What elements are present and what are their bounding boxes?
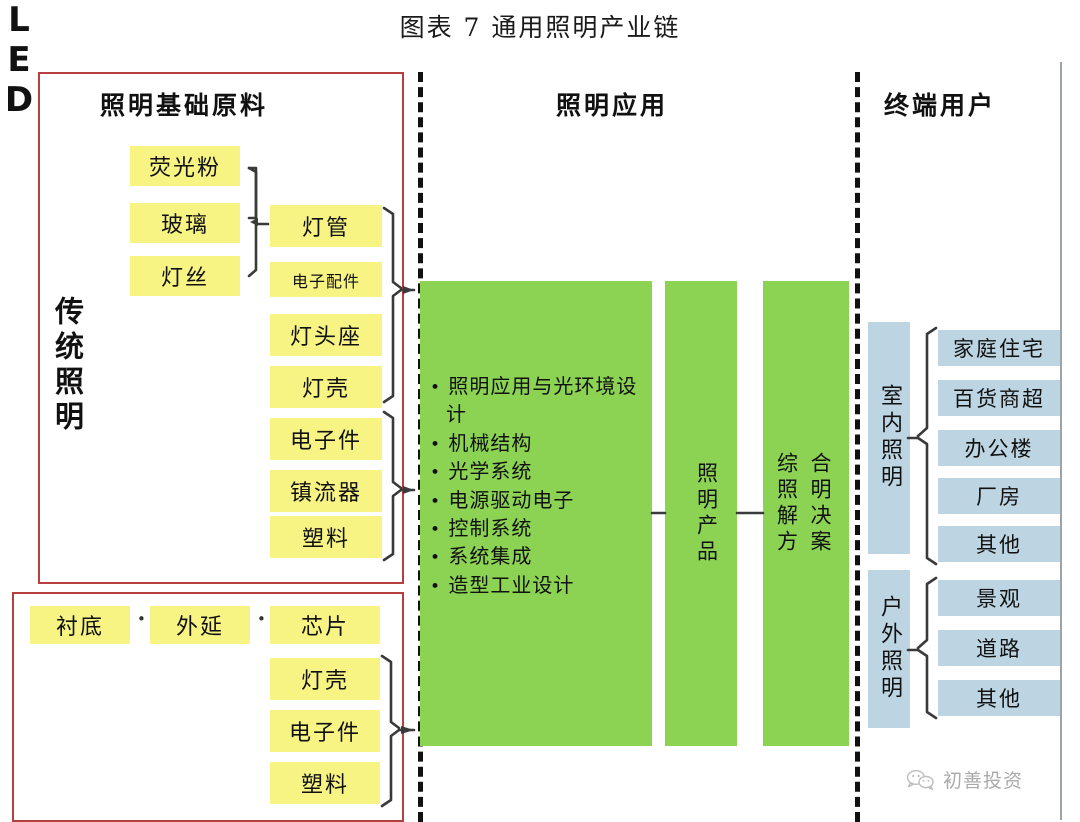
led-frame <box>12 592 404 822</box>
header-application: 照明应用 <box>556 91 669 120</box>
end-user-box[interactable]: 道路 <box>938 630 1060 666</box>
led-stage-box[interactable]: 芯片 <box>270 606 380 644</box>
end-user-box[interactable]: 办公楼 <box>938 430 1060 466</box>
component-box[interactable]: 电子件 <box>270 418 382 460</box>
label-led-char-2: E <box>7 40 31 81</box>
bullet-item: • 机械结构 <box>430 429 648 457</box>
right-edge-line <box>1060 62 1062 820</box>
component-box[interactable]: 灯壳 <box>270 366 382 408</box>
bullet-dot: • <box>430 491 442 512</box>
bullet-label: 光学系统 <box>448 459 533 484</box>
label-indoor-lighting: 室内照明 <box>868 322 910 554</box>
end-user-box[interactable]: 景观 <box>938 580 1060 616</box>
lighting-solution-panel <box>763 281 849 746</box>
label-led-char-3: D <box>4 80 34 121</box>
bullet-item: • 造型工业设计 <box>430 571 648 599</box>
material-box[interactable]: 荧光粉 <box>130 146 240 186</box>
traditional-lighting-frame <box>38 72 404 584</box>
bullet-dot: • <box>430 378 442 398</box>
end-user-box[interactable]: 百货商超 <box>938 380 1060 416</box>
label-led: L E D <box>0 0 38 120</box>
bullet-dot: • <box>430 434 442 455</box>
label-outdoor-lighting: 户外照明 <box>868 570 910 728</box>
bullet-dot: • <box>430 463 442 484</box>
end-user-box[interactable]: 家庭住宅 <box>938 330 1060 366</box>
label-solution-line-2: 综照解方 <box>774 452 799 556</box>
material-box[interactable]: 灯丝 <box>130 256 240 296</box>
component-box[interactable]: 电子配件 <box>270 262 382 297</box>
component-box[interactable]: 灯头座 <box>270 314 382 356</box>
led-stage-box[interactable]: 外延 <box>150 606 250 644</box>
component-box[interactable]: 灯管 <box>270 205 382 247</box>
wechat-icon <box>906 769 934 790</box>
bullet-dot: • <box>430 519 442 540</box>
bullet-item: • 电源驱动电子 <box>430 486 648 514</box>
led-component-box[interactable]: 电子件 <box>270 710 380 752</box>
application-panel <box>420 281 652 746</box>
column-separator-right <box>855 72 860 822</box>
bullet-label: 系统集成 <box>448 544 533 569</box>
end-user-box[interactable]: 厂房 <box>938 478 1060 514</box>
led-stage-box[interactable]: 衬底 <box>30 606 130 644</box>
page-title: 图表 7 通用照明产业链 <box>399 13 681 42</box>
end-user-box[interactable]: 其他 <box>938 526 1060 562</box>
led-component-box[interactable]: 灯壳 <box>270 658 380 700</box>
component-box[interactable]: 塑料 <box>270 516 382 558</box>
label-lighting-solution: 合明决案 综照解方 <box>770 452 835 612</box>
bullet-label: 造型工业设计 <box>448 572 575 597</box>
watermark-text: 初善投资 <box>943 770 1024 792</box>
bullet-label: 电源驱动电子 <box>448 487 575 512</box>
bullet-item: • 光学系统 <box>430 457 648 485</box>
end-user-box[interactable]: 其他 <box>938 680 1060 716</box>
application-bullet-list: • 照明应用与光环境设计 • 机械结构 • 光学系统 • 电源驱动电子 • 控制… <box>430 372 648 599</box>
label-lighting-product: 照明产品 <box>694 462 719 566</box>
bullet-item: • 控制系统 <box>430 514 648 542</box>
bullet-label: 照明应用与光环境设计 <box>446 374 638 427</box>
component-box[interactable]: 镇流器 <box>270 470 382 512</box>
bullet-label: 机械结构 <box>448 430 533 455</box>
label-led-char-1: L <box>8 0 30 40</box>
bullet-label: 控制系统 <box>448 515 533 540</box>
material-box[interactable]: 玻璃 <box>130 203 240 243</box>
label-traditional-lighting: 传统照明 <box>50 296 85 436</box>
header-end-users: 终端用户 <box>884 91 997 120</box>
watermark: 初善投资 <box>906 766 1023 793</box>
header-raw-materials: 照明基础原料 <box>100 91 269 120</box>
bullet-item: • 照明应用与光环境设计 <box>430 372 648 429</box>
bullet-dot: • <box>430 548 442 569</box>
label-solution-line-1: 合明决案 <box>808 452 832 556</box>
lighting-product-panel <box>665 281 737 746</box>
led-component-box[interactable]: 塑料 <box>270 762 380 804</box>
bullet-dot: • <box>430 576 442 597</box>
bullet-item: • 系统集成 <box>430 542 648 570</box>
